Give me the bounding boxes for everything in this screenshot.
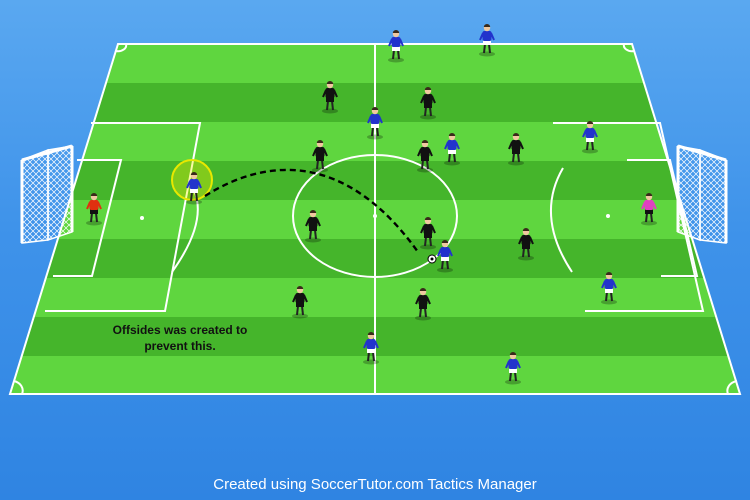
black-player-figure-icon: [420, 217, 436, 250]
goal-net-icon: [676, 144, 728, 244]
black-player-figure-icon: [420, 87, 436, 120]
annotation-line-1: Offsides was created to: [112, 323, 248, 337]
blue-player-figure-icon: [437, 240, 453, 273]
touchline-boundary: [8, 43, 742, 395]
footer-credit: Created using SoccerTutor.com Tactics Ma…: [213, 476, 537, 493]
black-player-figure-icon: [312, 140, 328, 173]
right-penalty-arc: [549, 167, 573, 273]
black-player-figure-icon: [292, 286, 308, 319]
blue-player-figure-icon: [444, 133, 460, 166]
pitch-markings: [8, 43, 742, 395]
black-player-figure-icon: [518, 227, 534, 261]
goal-net-icon: [20, 144, 74, 244]
goalkeeper-figure-icon: [86, 193, 102, 226]
black-player-figure-icon: [508, 132, 524, 166]
soccer-ball-icon: [427, 254, 437, 264]
corner-arc: [622, 43, 635, 53]
corner-arc: [726, 380, 738, 395]
black-player-figure-icon: [415, 288, 431, 321]
left-six-yard-box: [53, 159, 123, 277]
annotation-line-2: prevent this.: [144, 339, 216, 353]
blue-player-figure-icon: [186, 172, 202, 205]
blue-player-figure-icon: [505, 352, 521, 385]
annotation-text: Offsides was created to prevent this.: [60, 322, 300, 354]
blue-player-figure-icon: [582, 120, 598, 154]
black-player-figure-icon: [305, 210, 321, 243]
corner-arc: [115, 43, 128, 53]
black-player-figure-icon: [322, 81, 338, 114]
players-layer: [86, 24, 657, 385]
center-circle: [292, 154, 458, 278]
goalkeeper-figure-icon: [641, 193, 657, 226]
pass-trajectory: [204, 168, 419, 253]
right-penalty-spot: [606, 214, 610, 218]
blue-player-figure-icon: [367, 107, 383, 140]
black-player-figure-icon: [417, 140, 433, 173]
blue-player-figure-icon: [479, 24, 495, 57]
blue-player-figure-icon: [388, 30, 404, 63]
corner-arc: [13, 380, 24, 395]
left-penalty-box: [45, 122, 202, 312]
center-spot: [373, 214, 377, 218]
blue-player-figure-icon: [363, 332, 379, 365]
left-penalty-spot: [140, 216, 144, 220]
blue-player-figure-icon: [601, 272, 617, 305]
